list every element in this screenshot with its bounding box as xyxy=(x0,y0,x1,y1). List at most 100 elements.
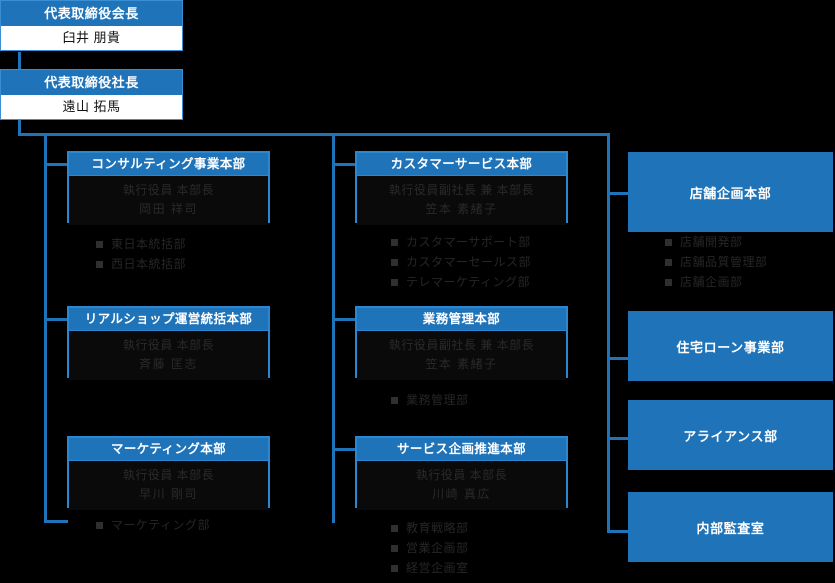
square-bullet-icon xyxy=(391,258,398,266)
connector-left-column-spine xyxy=(44,133,47,523)
division-box-alliance[interactable]: アライアンス部 xyxy=(628,400,833,470)
square-bullet-icon xyxy=(96,521,103,529)
division-box-service-planning[interactable]: サービス企画推進本部 執行役員 本部長 川崎 真広 xyxy=(355,436,568,510)
connector-left-stub-1 xyxy=(44,163,68,166)
division-box-internal-audit[interactable]: 内部監査室 xyxy=(628,492,833,562)
department-label: 経営企画室 xyxy=(406,561,469,575)
connector-middle-stub-3 xyxy=(332,448,356,451)
square-bullet-icon xyxy=(391,278,398,286)
division-body-marketing: 執行役員 本部長 早川 剛司 xyxy=(69,461,268,510)
connector-chairman-to-president xyxy=(18,52,21,70)
connector-left-stub-2 xyxy=(44,318,68,321)
department-list-store-planning: 店舗開発部 店舗品質管理部 店舗企画部 xyxy=(665,232,768,292)
list-item[interactable]: 教育戦略部 xyxy=(391,518,469,538)
division-box-marketing[interactable]: マーケティング本部 執行役員 本部長 早川 剛司 xyxy=(67,436,270,510)
square-bullet-icon xyxy=(665,258,672,266)
square-bullet-icon xyxy=(665,238,672,246)
list-item[interactable]: テレマーケティング部 xyxy=(391,272,531,292)
department-label: 営業企画部 xyxy=(406,541,469,555)
division-body-operations: 執行役員副社長 兼 本部長 笠本 素緒子 xyxy=(357,331,566,380)
division-role-customer-service: 執行役員副社長 兼 本部長 xyxy=(388,183,535,197)
exec-title-president: 代表取締役社長 xyxy=(1,70,182,95)
division-body-customer-service: 執行役員副社長 兼 本部長 笠本 素緒子 xyxy=(357,176,566,225)
list-item[interactable]: 営業企画部 xyxy=(391,538,469,558)
division-box-realshop[interactable]: リアルショップ運営統括本部 執行役員 本部長 斉藤 匡志 xyxy=(67,306,270,380)
square-bullet-icon xyxy=(96,260,103,268)
list-item[interactable]: 店舗企画部 xyxy=(665,272,768,292)
division-role-consulting: 執行役員 本部長 xyxy=(122,183,215,197)
division-role-marketing: 執行役員 本部長 xyxy=(122,468,215,482)
connector-president-trunk-vertical xyxy=(18,118,21,136)
division-person-service-planning: 川崎 真広 xyxy=(432,487,491,501)
division-box-store-planning[interactable]: 店舗企画本部 xyxy=(628,152,833,232)
department-label: カスタマーセールス部 xyxy=(406,255,532,269)
department-list-customer-service: カスタマーサポート部 カスタマーセールス部 テレマーケティング部 xyxy=(391,232,531,292)
division-body-realshop: 執行役員 本部長 斉藤 匡志 xyxy=(69,331,268,380)
division-body-service-planning: 執行役員 本部長 川崎 真広 xyxy=(357,461,566,510)
division-role-operations: 執行役員副社長 兼 本部長 xyxy=(388,338,535,352)
division-person-customer-service: 笠本 素緒子 xyxy=(425,202,498,216)
connector-middle-column-spine xyxy=(332,133,335,523)
division-box-customer-service[interactable]: カスタマーサービス本部 執行役員副社長 兼 本部長 笠本 素緒子 xyxy=(355,151,568,225)
exec-name-chairman: 臼井 朋貴 xyxy=(1,26,182,50)
division-person-realshop: 斉藤 匡志 xyxy=(139,357,198,371)
division-title-operations: 業務管理本部 xyxy=(357,308,566,331)
exec-box-president: 代表取締役社長 遠山 拓馬 xyxy=(0,69,183,120)
department-label: 店舗企画部 xyxy=(680,275,743,289)
list-item[interactable]: 業務管理部 xyxy=(391,390,469,410)
division-box-consulting[interactable]: コンサルティング事業本部 執行役員 本部長 岡田 祥司 xyxy=(67,151,270,225)
division-box-operations[interactable]: 業務管理本部 執行役員副社長 兼 本部長 笠本 素緒子 xyxy=(355,306,568,380)
connector-right-stub-3 xyxy=(607,437,629,440)
division-title-housing-loan: 住宅ローン事業部 xyxy=(676,339,785,355)
department-list-marketing: マーケティング部 xyxy=(96,515,210,535)
connector-middle-stub-1 xyxy=(332,163,356,166)
division-person-operations: 笠本 素緒子 xyxy=(425,357,498,371)
department-label: 店舗品質管理部 xyxy=(680,255,768,269)
department-list-operations: 業務管理部 xyxy=(391,390,469,410)
division-title-internal-audit: 内部監査室 xyxy=(696,520,765,536)
division-role-service-planning: 執行役員 本部長 xyxy=(415,468,508,482)
connector-right-stub-1 xyxy=(607,192,629,195)
square-bullet-icon xyxy=(665,278,672,286)
division-title-store-planning: 店舗企画本部 xyxy=(689,185,772,201)
list-item[interactable]: 経営企画室 xyxy=(391,558,469,578)
list-item[interactable]: 西日本統括部 xyxy=(96,254,186,274)
list-item[interactable]: 東日本統括部 xyxy=(96,234,186,254)
list-item[interactable]: 店舗品質管理部 xyxy=(665,252,768,272)
division-title-marketing: マーケティング本部 xyxy=(69,438,268,461)
square-bullet-icon xyxy=(391,544,398,552)
department-label: 西日本統括部 xyxy=(111,257,187,271)
list-item[interactable]: カスタマーサポート部 xyxy=(391,232,531,252)
division-title-consulting: コンサルティング事業本部 xyxy=(69,153,268,176)
connector-main-trunk-horizontal xyxy=(18,133,610,136)
division-body-consulting: 執行役員 本部長 岡田 祥司 xyxy=(69,176,268,225)
department-label: 東日本統括部 xyxy=(111,237,187,251)
connector-right-column-spine xyxy=(607,133,610,533)
division-person-marketing: 早川 剛司 xyxy=(139,487,198,501)
division-title-customer-service: カスタマーサービス本部 xyxy=(357,153,566,176)
list-item[interactable]: 店舗開発部 xyxy=(665,232,768,252)
division-role-realshop: 執行役員 本部長 xyxy=(122,338,215,352)
list-item[interactable]: カスタマーセールス部 xyxy=(391,252,531,272)
department-label: 教育戦略部 xyxy=(406,521,469,535)
division-title-service-planning: サービス企画推進本部 xyxy=(357,438,566,461)
division-title-realshop: リアルショップ運営統括本部 xyxy=(69,308,268,331)
department-label: マーケティング部 xyxy=(111,518,211,532)
list-item[interactable]: マーケティング部 xyxy=(96,515,210,535)
connector-right-stub-2 xyxy=(607,357,629,360)
department-list-service-planning: 教育戦略部 営業企画部 経営企画室 xyxy=(391,518,469,578)
connector-middle-stub-2 xyxy=(332,318,356,321)
department-label: 店舗開発部 xyxy=(680,235,743,249)
square-bullet-icon xyxy=(96,240,103,248)
square-bullet-icon xyxy=(391,396,398,404)
division-person-consulting: 岡田 祥司 xyxy=(139,202,198,216)
exec-box-chairman: 代表取締役会長 臼井 朋貴 xyxy=(0,0,183,51)
division-box-housing-loan[interactable]: 住宅ローン事業部 xyxy=(628,311,833,381)
division-title-alliance: アライアンス部 xyxy=(683,428,778,444)
department-label: テレマーケティング部 xyxy=(406,275,531,289)
square-bullet-icon xyxy=(391,524,398,532)
connector-right-stub-4 xyxy=(607,530,629,533)
department-list-consulting: 東日本統括部 西日本統括部 xyxy=(96,234,186,274)
square-bullet-icon xyxy=(391,564,398,572)
